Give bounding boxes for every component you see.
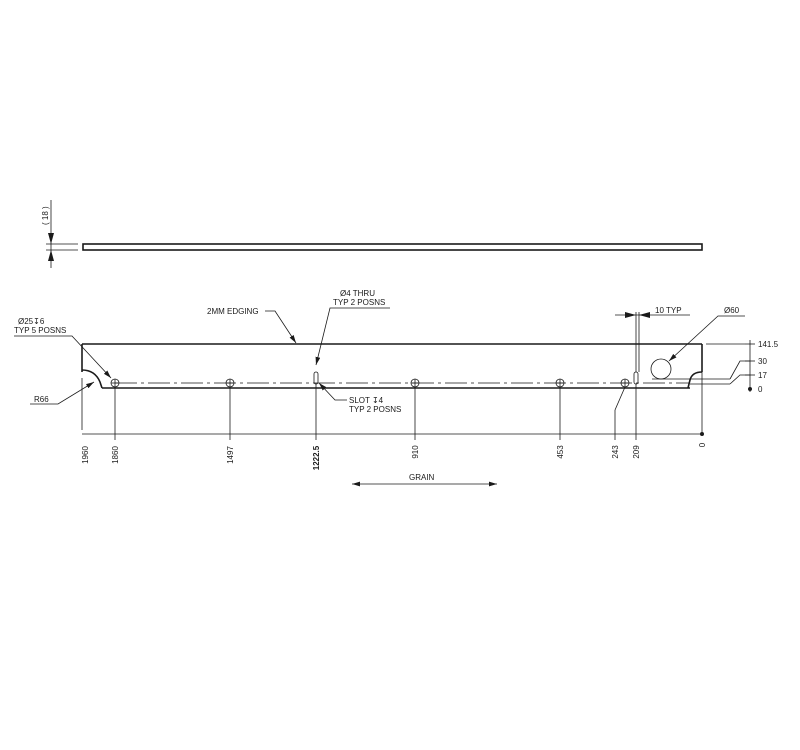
counterbore-qty-label: TYP 5 POSNS [14,326,66,335]
large-hole [650,358,672,380]
dim-label: 910 [411,445,420,459]
radius-cutout-right [687,371,703,389]
vertical-dimensions: 141.5 30 17 0 [729,340,779,394]
dim-label: 141.5 [758,340,779,349]
thickness-label: ( 18 ) [41,206,50,225]
dim-label: 17 [758,371,767,380]
datum-dot [700,432,704,436]
large-hole-label: Ø60 [724,306,740,315]
side-view: ( 18 ) [41,200,703,268]
spacing-label: 10 TYP [655,306,682,315]
thru-hole-qty-label: TYP 2 POSNS [333,298,385,307]
plan-view [81,312,745,440]
arrow-up-icon [48,250,54,261]
thru-hole-label: Ø4 THRU [340,289,375,298]
radius-label: R66 [34,395,49,404]
slot [313,371,319,385]
grain-label: GRAIN [409,473,435,482]
dim-label: 1222.5 [312,445,321,470]
annotations: Ø25↧6 TYP 5 POSNS R66 2MM EDGING Ø4 THRU… [14,289,745,414]
dim-label: 0 [698,442,707,447]
counterbore-label: Ø25↧6 [18,317,45,326]
side-view-panel [82,243,703,251]
dim-label: 0 [758,385,763,394]
dim-label: 1860 [111,446,120,464]
dim-label: 30 [758,357,767,366]
dim-label: 453 [556,445,565,459]
dim-label: 243 [611,445,620,459]
dim-label: 209 [632,445,641,459]
slot-label: SLOT ↧4 [349,396,384,405]
dim-label: 1497 [226,446,235,464]
grain-indicator: GRAIN [352,473,497,487]
edging-label: 2MM EDGING [207,307,259,316]
slot [633,371,639,385]
dim-label: 1960 [81,446,90,464]
slot-qty-label: TYP 2 POSNS [349,405,401,414]
horizontal-dimensions: 1960 1860 1497 1222.5 910 453 243 209 0 [81,442,707,470]
arrow-down-icon [48,233,54,244]
radius-cutout-left [81,369,103,389]
